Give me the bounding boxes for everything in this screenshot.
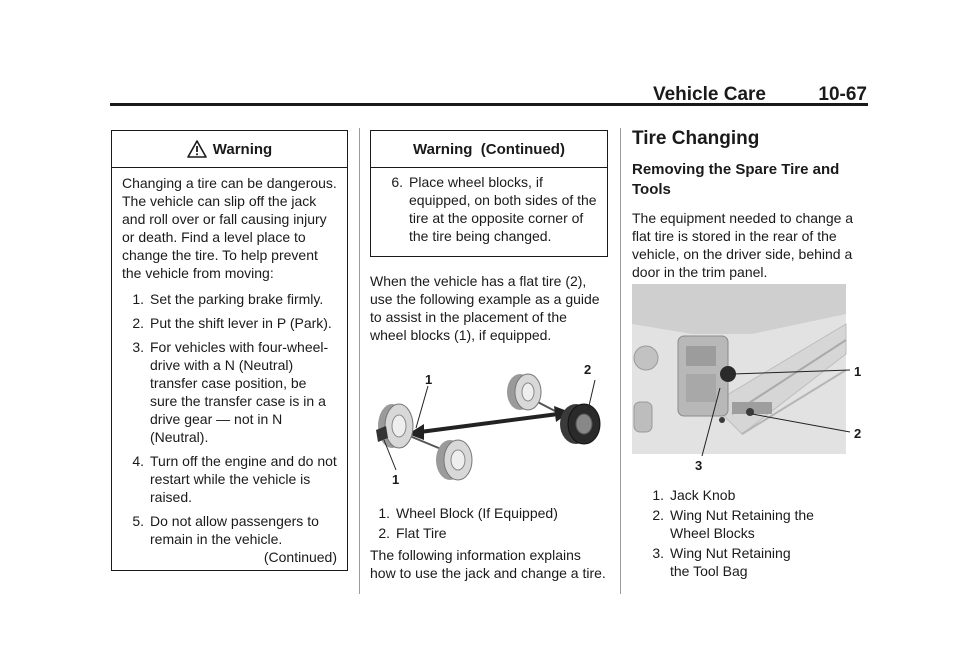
caption-text: Wheel Block (If Equipped): [396, 505, 558, 521]
warning-intro: Changing a tire can be dangerous. The ve…: [122, 175, 337, 281]
step-number: 1.: [132, 291, 144, 307]
step-text: For vehicles with four-wheel-drive with …: [150, 339, 329, 445]
warning-header: Warning: [112, 131, 347, 168]
caption-item: 1. Jack Knob: [632, 486, 862, 504]
jack-knob: [720, 366, 736, 382]
step-text: Do not allow passengers to remain in the…: [150, 513, 319, 547]
tools-figure-captions: 1. Jack Knob 2. Wing Nut Retaining the Whe…: [632, 486, 862, 586]
wheel-block: [376, 426, 388, 442]
jack-detail: [686, 346, 716, 366]
continued-label: (Continued): [263, 549, 337, 565]
step-text: Place wheel blocks, if equipped, on both…: [409, 174, 597, 244]
wing-nut-bag: [719, 417, 725, 423]
list-item: 6. Place wheel blocks, if equipped, on bo…: [381, 173, 597, 245]
caption-text: Wing Nut Retaining the Tool Bag: [670, 545, 791, 579]
warning-continued-title: Warning (Continued): [413, 140, 565, 158]
flat-tire-paragraph: When the vehicle has a flat tire (2), us…: [370, 273, 600, 343]
wing-nut-blocks: [746, 408, 754, 416]
caption-number: 2.: [652, 507, 664, 523]
callout-label: 2: [584, 362, 591, 377]
warning-title: Warning: [212, 140, 273, 158]
warning-body: Changing a tire can be dangerous. The ve…: [112, 168, 347, 566]
caption-text: Jack Knob: [670, 487, 736, 503]
direction-arrow-shaft: [419, 412, 559, 434]
callout-line: [731, 369, 851, 375]
callout-label: 2: [854, 426, 861, 441]
caption-text: Wing Nut Retaining the Wheel Blocks: [670, 507, 814, 541]
step-text: Put the shift lever in P (Park).: [150, 315, 332, 331]
front-right-wheel: [436, 439, 473, 481]
subsection-heading: Removing the Spare Tire and Tools: [632, 161, 840, 198]
column-separator: [359, 128, 360, 594]
header-rule: [110, 103, 868, 106]
caption-item: 1. Wheel Block (If Equipped): [370, 504, 606, 522]
step-text: Turn off the engine and do not restart w…: [150, 453, 337, 505]
list-item: 3. For vehicles with four-wheel-drive wit…: [122, 338, 337, 446]
jack-info-paragraph: The following information explains how t…: [370, 547, 606, 581]
callout-line: [415, 385, 429, 429]
caption-item: 2. Flat Tire: [370, 524, 606, 542]
caption-number: 1.: [378, 505, 390, 521]
caption-item: 2. Wing Nut Retaining the Wheel Blocks: [632, 506, 862, 542]
list-item: 2. Put the shift lever in P (Park).: [122, 314, 337, 332]
callout-line: [751, 413, 851, 433]
equipment-paragraph: The equipment needed to change a flat ti…: [632, 210, 854, 280]
callout-label: 1: [854, 364, 861, 379]
spare-tire-tools-figure: 1 2 3: [632, 284, 861, 473]
caption-number: 3.: [652, 545, 664, 561]
round-panel-feature: [633, 345, 659, 371]
list-item: 1. Set the parking brake firmly.: [122, 290, 337, 308]
column-separator: [620, 128, 621, 594]
callout-label: 1: [392, 472, 399, 487]
warning-box: Warning Changing a tire can be dangerous…: [111, 130, 348, 571]
callout-line: [383, 439, 397, 471]
callout-label: 3: [695, 458, 702, 473]
direction-arrow-head-right: [554, 406, 570, 422]
wheel-blocks-bracket: [732, 402, 772, 414]
wheel-blocks-figure: 1 2 1: [370, 352, 608, 498]
caption-text: Flat Tire: [396, 525, 447, 541]
warning-continued-header: Warning (Continued): [371, 131, 607, 168]
direction-arrow-head-left: [408, 424, 424, 440]
page-number: 10-67: [818, 84, 867, 105]
step-text: Set the parking brake firmly.: [150, 291, 324, 307]
step-number: 2.: [132, 315, 144, 331]
step-number: 6.: [391, 174, 403, 190]
section-heading: Tire Changing: [632, 128, 760, 149]
flat-tire: [560, 403, 601, 445]
callout-line: [701, 387, 721, 457]
callout-label: 1: [425, 372, 432, 387]
trim-panel-upper: [632, 284, 846, 334]
warning-continued-body: 6. Place wheel blocks, if equipped, on bo…: [371, 168, 607, 245]
rear-left-wheel: [507, 373, 542, 411]
panel-edge: [741, 369, 847, 435]
callout-line: [587, 379, 596, 411]
wheel-figure-captions: 1. Wheel Block (If Equipped) 2. Flat Tire: [370, 504, 606, 548]
warning-continued-box: Warning (Continued) 6. Place wheel blocks…: [370, 130, 608, 257]
step-number: 5.: [132, 513, 144, 529]
caption-number: 1.: [652, 487, 664, 503]
warning-triangle-icon: [186, 140, 207, 158]
step-number: 4.: [132, 453, 144, 469]
front-left-wheel: [378, 403, 414, 449]
caption-item: 3. Wing Nut Retaining the Tool Bag: [632, 544, 862, 580]
list-item: 5. Do not allow passengers to remain in t…: [122, 512, 337, 548]
side-latch: [633, 401, 653, 433]
panel-edge: [731, 339, 847, 415]
jack-detail: [686, 374, 716, 402]
caption-number: 2.: [378, 525, 390, 541]
section-title: Vehicle Care: [652, 84, 766, 105]
list-item: 4. Turn off the engine and do not restart…: [122, 452, 337, 506]
step-number: 3.: [132, 339, 144, 355]
